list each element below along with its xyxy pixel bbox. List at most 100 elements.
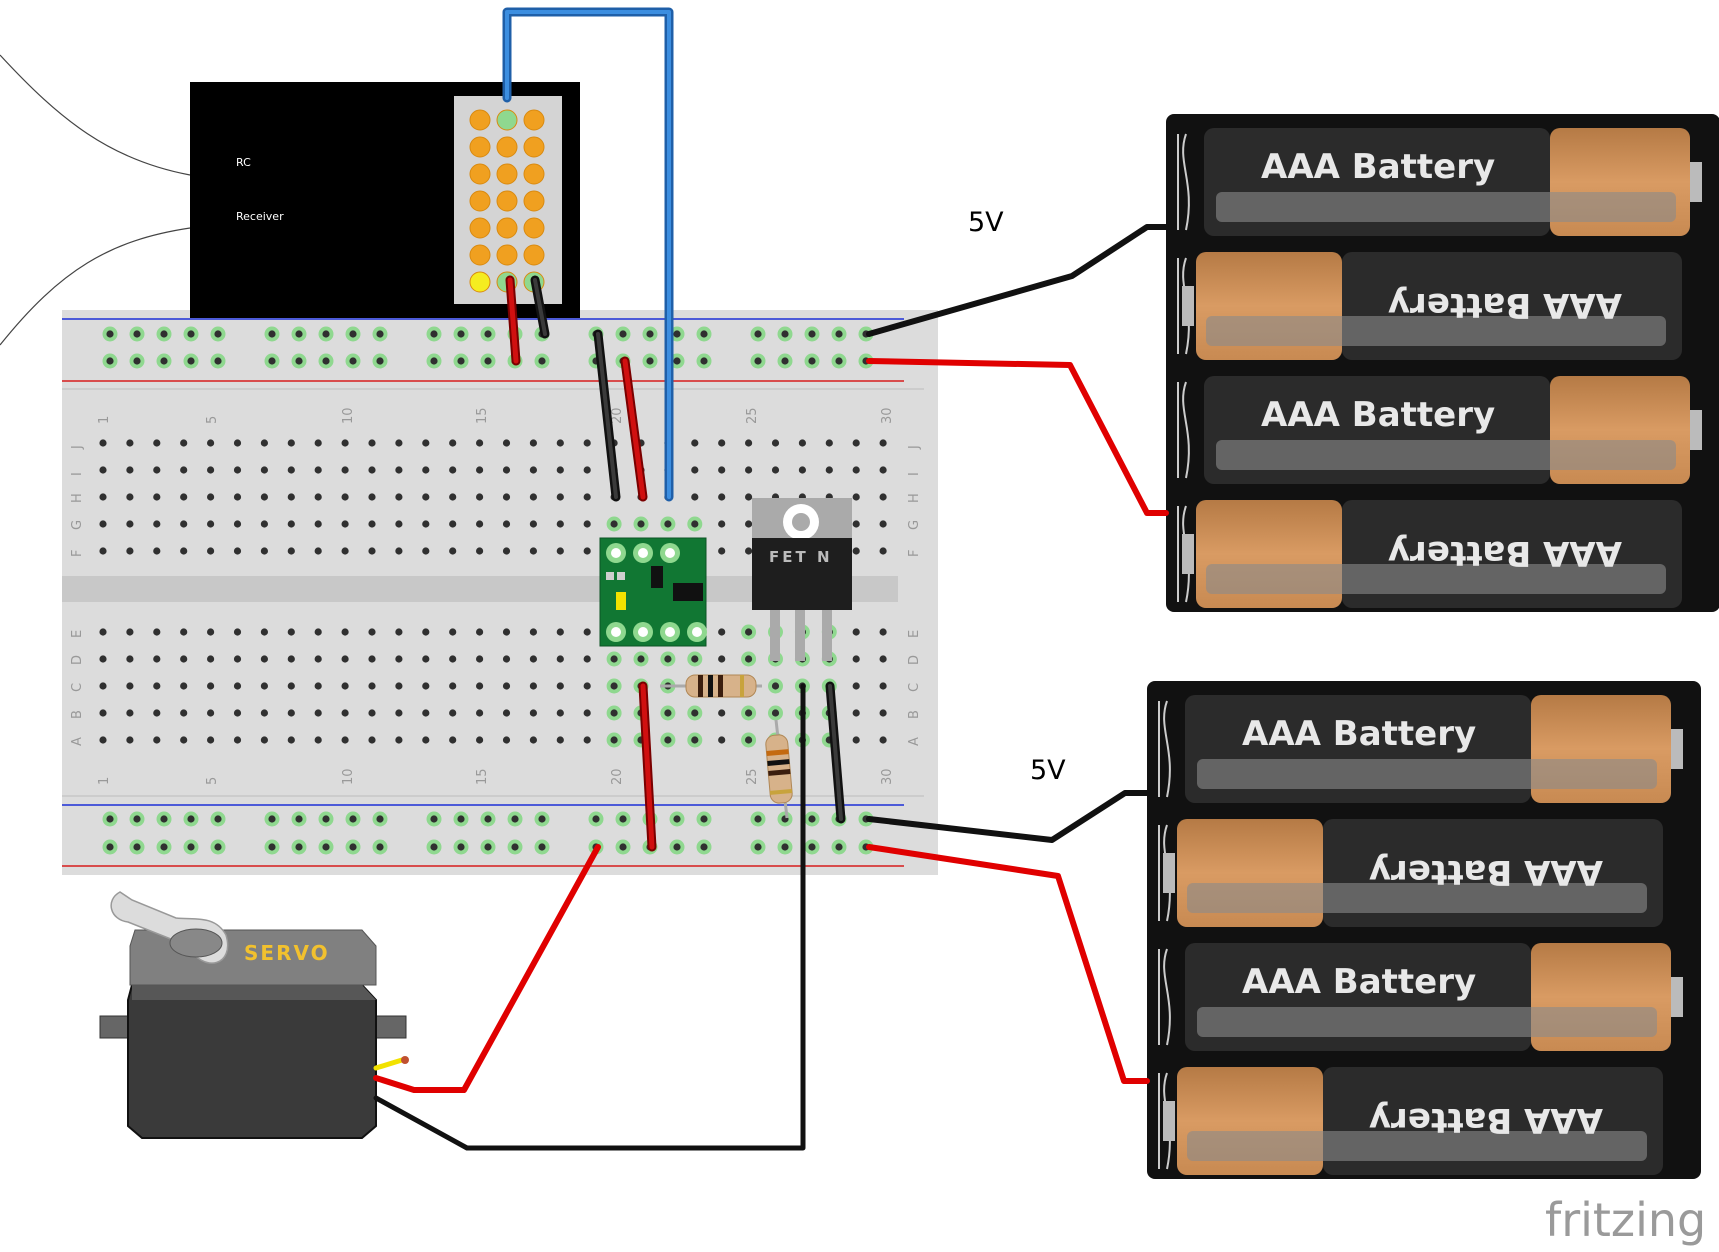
rail-hole	[106, 330, 114, 338]
breadboard-hole	[99, 709, 107, 717]
breadboard-hole	[99, 466, 107, 474]
breadboard-hole	[583, 547, 591, 555]
breadboard-hole	[422, 736, 430, 744]
breadboard-hole	[583, 655, 591, 663]
breadboard-hole	[153, 466, 161, 474]
breadboard-hole	[879, 655, 887, 663]
rail-hole	[376, 815, 384, 823]
breadboard-hole	[287, 439, 295, 447]
breadboard-hole	[476, 466, 484, 474]
breadboard-hole	[233, 493, 242, 501]
breadboard-hole	[610, 520, 618, 528]
row-letter: B	[907, 710, 922, 719]
rail-hole	[322, 330, 330, 338]
receiver-pin	[496, 136, 518, 158]
rail-hole	[835, 843, 843, 851]
breadboard-hole	[476, 628, 484, 636]
rail-hole	[295, 330, 303, 338]
breadboard-hole	[368, 439, 376, 447]
receiver-pin	[469, 271, 491, 293]
breadboard-hole	[422, 709, 430, 717]
rail-hole	[538, 357, 546, 365]
breadboard-hole	[502, 682, 511, 690]
breadboard-hole	[771, 682, 780, 690]
receiver-pin	[469, 217, 491, 239]
row-letter: E	[907, 630, 922, 638]
voltage-label-top: 5V	[968, 207, 1004, 238]
breadboard-hole	[422, 439, 430, 447]
board-pin	[638, 548, 648, 558]
breadboard-hole	[449, 493, 457, 501]
rail-hole	[268, 815, 276, 823]
breadboard-hole	[287, 682, 295, 690]
receiver-pin	[523, 109, 545, 131]
breadboard-hole	[207, 709, 215, 717]
rail-hole	[646, 330, 654, 338]
wire-black	[866, 224, 1169, 337]
rail-hole	[457, 357, 465, 365]
breadboard-hole	[449, 520, 457, 528]
breadboard-hole	[449, 655, 457, 663]
breadboard-hole	[341, 520, 349, 528]
row-letter: J	[907, 445, 922, 450]
breadboard-hole	[556, 682, 564, 690]
breadboard-hole	[852, 493, 860, 501]
column-number: 1	[97, 777, 112, 785]
rail-hole	[700, 815, 708, 823]
fritzing-logo: fritzing	[1545, 1193, 1706, 1247]
column-number: 10	[341, 768, 356, 785]
breadboard-hole	[260, 736, 268, 744]
breadboard-hole	[153, 736, 161, 744]
breadboard-hole	[99, 736, 107, 744]
breadboard-hole	[207, 520, 215, 528]
rail-hole	[376, 330, 384, 338]
breadboard-hole	[287, 520, 295, 528]
rail-hole	[673, 843, 681, 851]
column-number: 20	[610, 768, 625, 785]
receiver-pin	[496, 244, 518, 266]
breadboard-hole	[153, 709, 161, 717]
rail-hole	[133, 357, 141, 365]
breadboard-hole	[798, 439, 807, 447]
breadboard-hole	[395, 736, 403, 744]
breadboard-hole	[610, 709, 618, 717]
breadboard-hole	[422, 547, 430, 555]
breadboard-hole	[745, 520, 753, 528]
breadboard-hole	[260, 682, 268, 690]
breadboard-hole	[153, 439, 161, 447]
breadboard-hole	[180, 439, 188, 447]
breadboard-hole	[287, 628, 295, 636]
breadboard-hole	[502, 736, 511, 744]
breadboard-hole	[99, 439, 107, 447]
breadboard-hole	[207, 439, 215, 447]
rail-hole	[349, 357, 357, 365]
receiver-pin	[496, 190, 518, 212]
breadboard-hole	[233, 709, 242, 717]
breadboard-hole	[852, 736, 860, 744]
breadboard-hole	[529, 655, 538, 663]
breadboard-hole	[583, 439, 591, 447]
breadboard-hole	[314, 628, 322, 636]
rail-hole	[133, 330, 141, 338]
battery-label: AAA Battery	[1242, 962, 1476, 1002]
board-pin	[665, 627, 675, 637]
breadboard-hole	[207, 466, 215, 474]
receiver-label-line2: Receiver	[236, 210, 284, 223]
breadboard-hole	[368, 709, 376, 717]
breadboard-hole	[99, 628, 107, 636]
wire-red	[866, 358, 1169, 516]
breadboard-hole	[879, 466, 887, 474]
column-number: 5	[205, 416, 220, 424]
wire-black	[866, 790, 1150, 843]
breadboard-hole	[449, 466, 457, 474]
aaa-battery: AAA Battery	[1158, 1067, 1663, 1175]
rail-hole	[511, 815, 519, 823]
breadboard-hole	[207, 736, 215, 744]
breadboard-hole	[153, 520, 161, 528]
row-letter: G	[70, 520, 85, 530]
receiver-pin	[496, 217, 518, 239]
breadboard-hole	[395, 682, 403, 690]
breadboard-hole	[287, 655, 295, 663]
